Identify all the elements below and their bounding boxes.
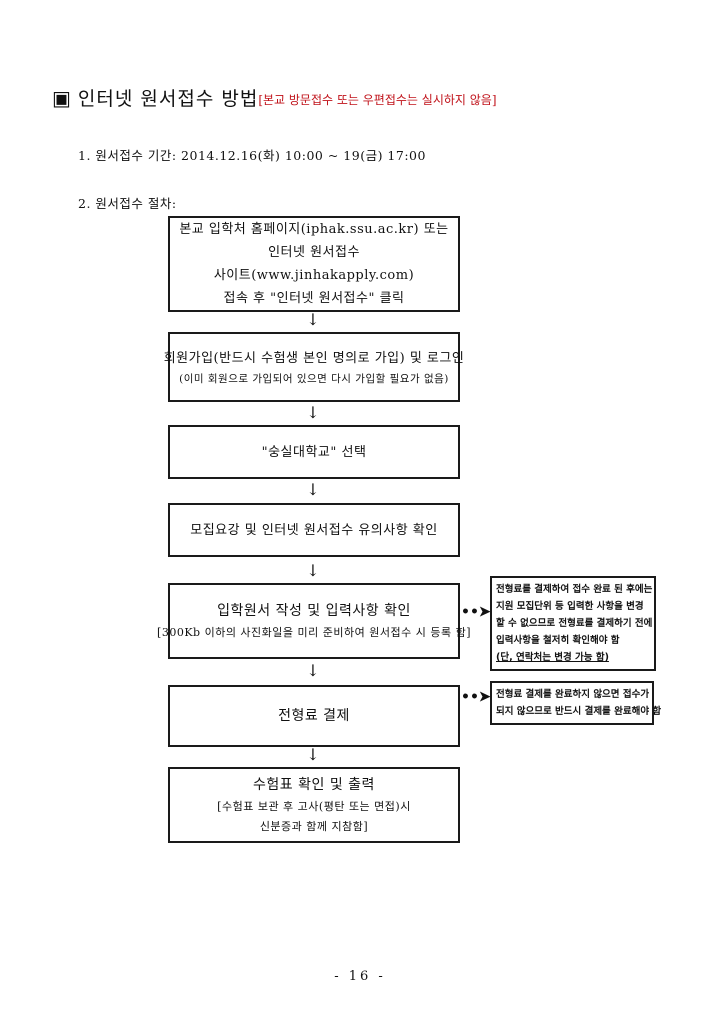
flow-step-4-box: 모집요강 및 인터넷 원서접수 유의사항 확인 bbox=[168, 503, 460, 557]
flow-step-1-line-1: 본교 입학처 홈페이지(iphak.ssu.ac.kr) 또는 bbox=[179, 222, 449, 237]
flow-step-5-box: 입학원서 작성 및 입력사항 확인 [300Kb 이하의 사진화일을 미리 준비… bbox=[157, 583, 470, 659]
pointer-arrow-icon: ••➤ bbox=[461, 689, 491, 705]
flow-step-3-line-1: "숭실대학교" 선택 bbox=[261, 444, 367, 460]
application-procedure-label: 2. 원서접수 절차: bbox=[78, 196, 177, 211]
heading-title: 인터넷 원서접수 방법 bbox=[77, 88, 259, 110]
flow-step-2-box: 회원가입(반드시 수험생 본인 명의로 가입) 및 로그인 (이미 회원으로 가… bbox=[164, 332, 464, 402]
flow-step-7-box: 수험표 확인 및 출력 [수험표 보관 후 고사(평탄 또는 면접)시 신분증과… bbox=[168, 767, 460, 843]
section-heading: ▣인터넷 원서접수 방법[본교 방문접수 또는 우편접수는 실시하지 않음] bbox=[52, 84, 497, 111]
side-note-1-line-2: 지원 모집단위 등 입력한 사항을 변경 bbox=[496, 601, 644, 612]
flow-step-5-line-1: 입학원서 작성 및 입력사항 확인 bbox=[217, 602, 411, 619]
side-note-2-line-2: 되지 않으므로 반드시 결제를 완료해야 함 bbox=[496, 706, 662, 717]
flow-step-6-line-1: 전형료 결제 bbox=[278, 707, 350, 724]
down-arrow-icon: ↓ bbox=[306, 561, 320, 580]
flow-step-2-line-1: 회원가입(반드시 수험생 본인 명의로 가입) 및 로그인 bbox=[163, 350, 465, 366]
side-note-2-line-1: 전형료 결제를 완료하지 않으면 접수가 bbox=[496, 689, 650, 700]
application-period: 1. 원서접수 기간: 2014.12.16(화) 10:00 ~ 19(금) … bbox=[78, 148, 426, 163]
flow-step-7-line-3: 신분증과 함께 지참함] bbox=[259, 819, 369, 833]
side-note-1-line-5: (단, 연락처는 변경 가능 함) bbox=[496, 652, 609, 663]
pointer-arrow-icon: ••➤ bbox=[461, 604, 491, 620]
side-note-1-line-1: 전형료를 결제하여 접수 완료 된 후에는 bbox=[496, 584, 653, 595]
flow-step-1-box: 본교 입학처 홈페이지(iphak.ssu.ac.kr) 또는 인터넷 원서접수… bbox=[168, 216, 460, 312]
flow-step-6-box: 전형료 결제 bbox=[168, 685, 460, 747]
square-bullet-icon: ▣ bbox=[52, 86, 72, 110]
flow-step-5-line-2: [300Kb 이하의 사진화일을 미리 준비하여 원서접수 시 등록 함] bbox=[157, 625, 471, 639]
side-note-payment-required: 전형료 결제를 완료하지 않으면 접수가 되지 않으므로 반드시 결제를 완료해… bbox=[490, 681, 662, 725]
side-note-1-line-3: 할 수 없으므로 전형료를 결제하기 전에 bbox=[496, 618, 653, 629]
down-arrow-icon: ↓ bbox=[306, 661, 320, 680]
flow-step-1-line-2: 인터넷 원서접수 bbox=[268, 245, 360, 260]
flow-step-2-line-2: (이미 회원으로 가입되어 있으면 다시 가입할 필요가 없음) bbox=[179, 372, 449, 385]
flow-step-4-line-1: 모집요강 및 인터넷 원서접수 유의사항 확인 bbox=[190, 522, 438, 538]
side-note-payment-warning: 전형료를 결제하여 접수 완료 된 후에는 지원 모집단위 등 입력한 사항을 … bbox=[490, 576, 656, 671]
down-arrow-icon: ↓ bbox=[306, 403, 320, 422]
flow-step-1-line-4: 접속 후 "인터넷 원서접수" 클릭 bbox=[223, 291, 405, 306]
side-note-1-line-4: 입력사항을 철저히 확인해야 함 bbox=[496, 635, 620, 646]
down-arrow-icon: ↓ bbox=[306, 480, 320, 499]
heading-note: [본교 방문접수 또는 우편접수는 실시하지 않음] bbox=[258, 93, 497, 107]
flow-step-7-line-2: [수험표 보관 후 고사(평탄 또는 면접)시 bbox=[217, 799, 411, 813]
down-arrow-icon: ↓ bbox=[306, 310, 320, 329]
page-number: - 16 - bbox=[334, 969, 386, 984]
flow-step-1-line-3: 사이트(www.jinhakapply.com) bbox=[213, 268, 415, 283]
flow-step-3-box: "숭실대학교" 선택 bbox=[168, 425, 460, 479]
down-arrow-icon: ↓ bbox=[306, 745, 320, 764]
flow-step-7-line-1: 수험표 확인 및 출력 bbox=[253, 776, 375, 793]
